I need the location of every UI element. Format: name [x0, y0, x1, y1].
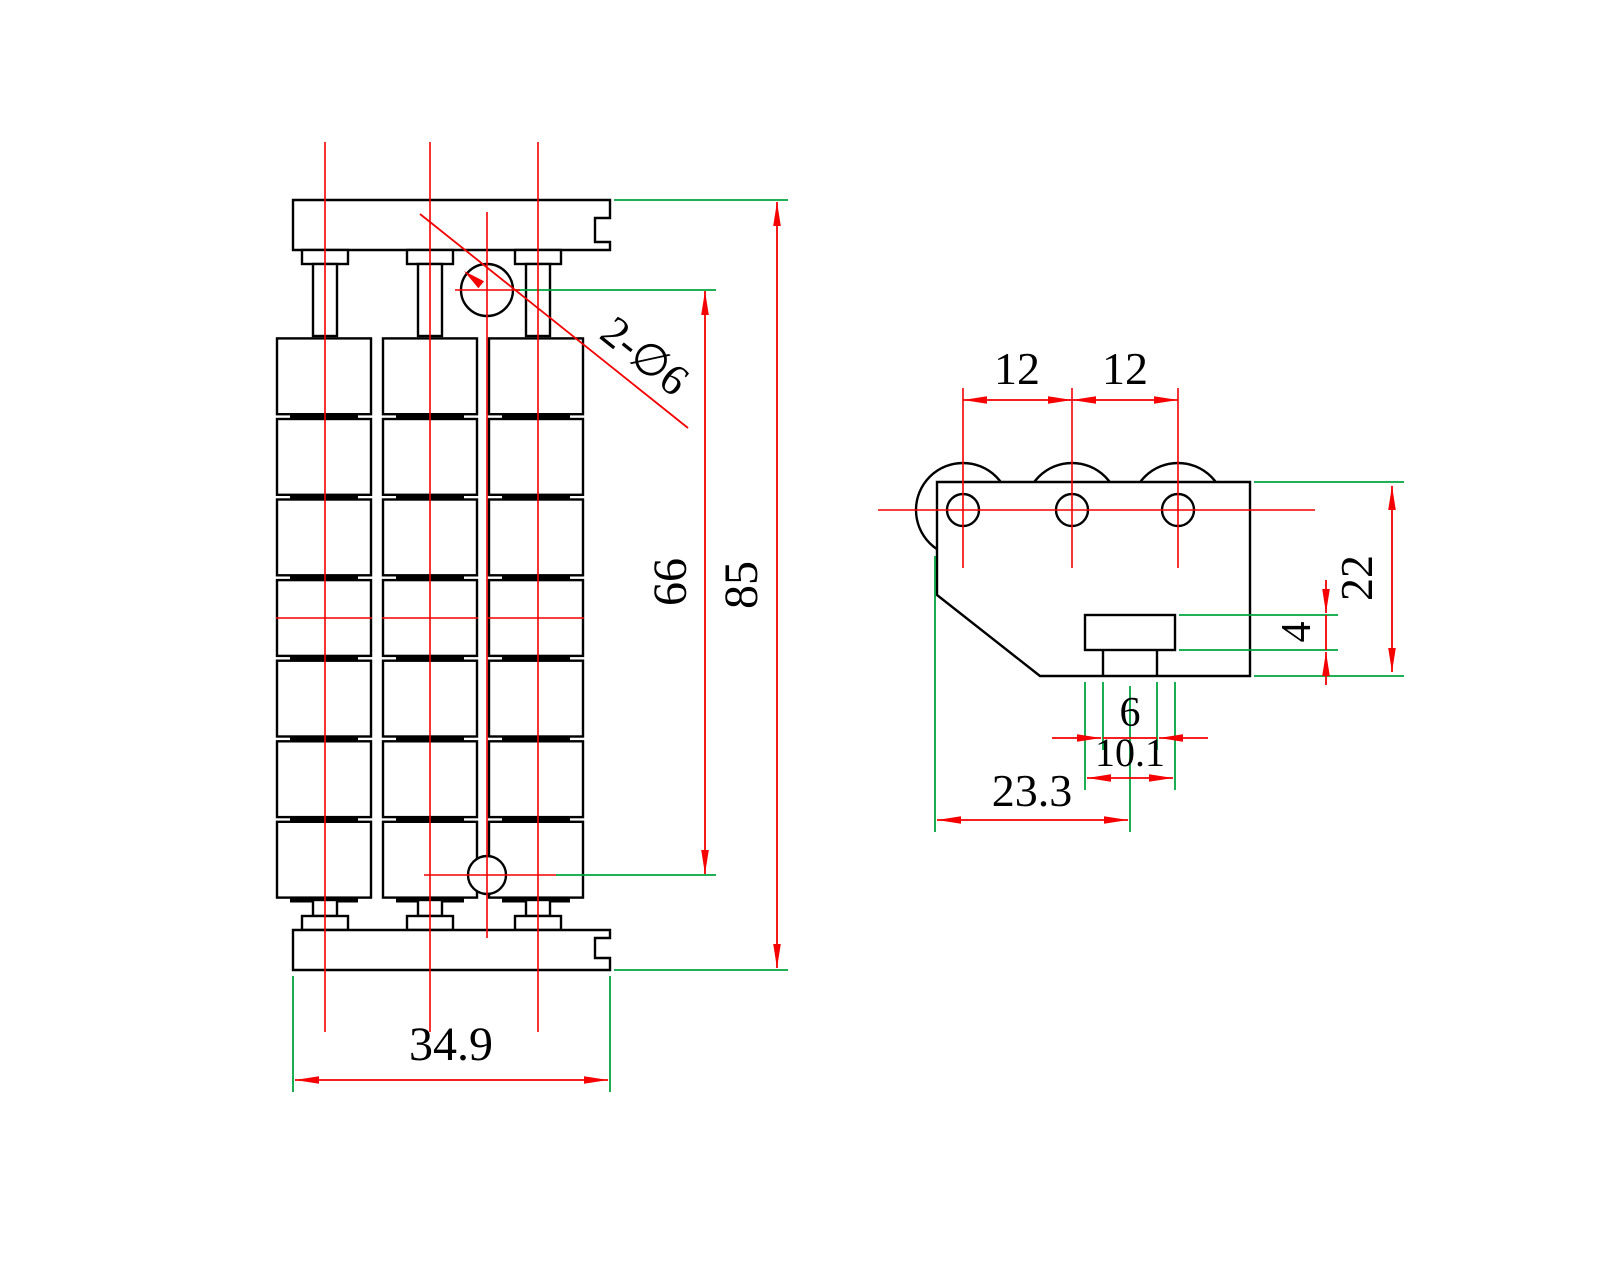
leader-line-2d6 — [419, 213, 689, 429]
side-view — [914, 461, 1252, 678]
roller-column-right — [489, 338, 583, 900]
dim-label-349: 34.9 — [409, 1018, 493, 1071]
dim-pitch-12-left: 12 — [963, 343, 1072, 404]
dim-total-width-349: 34.9 — [295, 1018, 608, 1084]
roller-column-left — [277, 338, 371, 900]
dim-label-233: 23.3 — [992, 765, 1073, 816]
dim-label-101: 10.1 — [1095, 730, 1165, 775]
dim-label-85: 85 — [715, 561, 768, 609]
dim-label-4: 4 — [1274, 622, 1320, 643]
dim-label-6: 6 — [1120, 690, 1141, 736]
dim-label-2d6: 2-∅6 — [592, 307, 698, 406]
dim-label-66: 66 — [644, 558, 697, 606]
dim-total-height-85: 85 — [715, 202, 781, 968]
dim-boss-width-101: 10.1 — [1087, 730, 1173, 782]
dim-label-22: 22 — [1331, 555, 1382, 601]
mounting-boss — [1083, 613, 1177, 676]
dim-boss-height-4: 4 — [1274, 580, 1330, 685]
boss-flange — [1083, 613, 1177, 652]
bottom-plate — [291, 928, 612, 972]
dim-height-22: 22 — [1331, 486, 1396, 672]
front-view — [277, 198, 612, 972]
dim-offset-233: 23.3 — [937, 765, 1128, 824]
dim-label-12a: 12 — [994, 343, 1040, 394]
dim-label-12b: 12 — [1102, 343, 1148, 394]
top-plate — [291, 198, 612, 252]
leader-arrow-2d6 — [464, 271, 484, 289]
dim-pitch-12-right: 12 — [1072, 343, 1178, 404]
dim-hole-span-66: 66 — [644, 291, 709, 874]
bracket-body — [935, 480, 1252, 678]
dim-stem-width-6: 6 — [1052, 690, 1208, 742]
centerlines — [276, 142, 1315, 1032]
